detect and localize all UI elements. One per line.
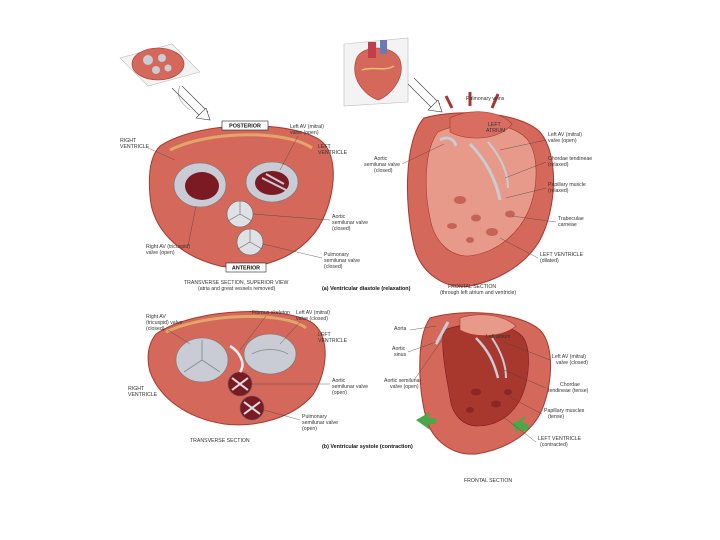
b-tr-pulmonary-l3: (open) [302, 426, 317, 432]
b-fr-aortic-sinus-l2: sinus [394, 352, 407, 358]
b-tr-fibrous-skeleton: Fibrous skeleton [252, 310, 290, 316]
b-fr-papillary-l1: Papillary muscles [544, 408, 585, 414]
b-tr-left-ventricle-l2: VENTRICLE [318, 338, 348, 344]
b-fr-aortic-valve-l2: valve (open) [390, 384, 419, 390]
b-tr-pulmonary-l1: Pulmonary [302, 414, 327, 420]
b-tr-aortic-l3: (open) [332, 390, 347, 396]
a-fr-left-av-l1: Left AV (mitral) [548, 132, 582, 138]
b-tr-left-av-l2: valve (closed) [296, 316, 328, 322]
b-fr-title: FRONTAL SECTION [464, 478, 512, 484]
a-tr-subtitle: (atria and great vessels removed) [198, 286, 276, 292]
a-fr-aortic-l3: (closed) [374, 168, 393, 174]
a-fr-subtitle: (through left atrium and ventricle) [440, 290, 516, 296]
a-tr-pulmonary-l2: semilunar valve [324, 258, 360, 264]
transverse-section-diastole [148, 125, 334, 269]
posterior-label: POSTERIOR [229, 124, 261, 130]
a-tr-left-ventricle-l1: LEFT [318, 144, 332, 150]
thumbnail-whole-heart [343, 37, 409, 107]
a-tr-right-av-l1: Right AV (tricuspid) [146, 244, 190, 250]
a-tr-left-av-l1: Left AV (mitral) [290, 124, 324, 130]
a-tr-aortic-l3: (closed) [332, 226, 351, 232]
a-fr-aortic-l2: semilunar valve [364, 162, 400, 168]
b-tr-left-ventricle-l1: LEFT [318, 332, 332, 338]
b-fr-aortic-valve-l1: Aortic semilunar [384, 378, 421, 384]
b-fr-papillary-l2: (tense) [548, 414, 564, 420]
a-fr-aortic-l1: Aortic [374, 156, 388, 162]
a-fr-chordae-l2: (relaxed) [548, 162, 569, 168]
panel-b-caption: (b) Ventricular systole (contraction) [322, 444, 413, 450]
a-tr-aortic-l2: semilunar valve [332, 220, 368, 226]
blood-flow-arrow-right [512, 416, 530, 434]
b-tr-right-ventricle-l1: RIGHT [128, 386, 145, 392]
b-tr-right-av-l1: Right AV [146, 314, 166, 320]
a-fr-trabeculae-l2: carneae [558, 222, 577, 228]
a-fr-pulmonary-veins: Pulmonary veins [466, 96, 505, 102]
a-fr-title: FRONTAL SECTION [448, 284, 496, 290]
b-tr-aortic-l1: Aortic [332, 378, 346, 384]
b-tr-right-av-l2: (tricuspid) valve [146, 320, 182, 326]
a-fr-left-av-l2: valve (open) [548, 138, 577, 144]
b-tr-right-ventricle-l2: VENTRICLE [128, 392, 158, 398]
a-tr-right-av-l2: valve (open) [146, 250, 175, 256]
a-tr-right-ventricle-l1: RIGHT [120, 138, 137, 144]
a-fr-left-atrium-l1: LEFT [488, 122, 502, 128]
a-fr-left-ventricle-l1: LEFT VENTRICLE [540, 252, 584, 258]
b-fr-left-ventricle-l2: (contracted) [540, 442, 568, 448]
b-fr-chordae-l2: tendineae (tense) [548, 388, 589, 394]
frontal-section-diastole [406, 92, 555, 288]
a-tr-left-ventricle-l2: VENTRICLE [318, 150, 348, 156]
b-fr-left-atrium: Left atrium [486, 334, 511, 340]
a-tr-title: TRANSVERSE SECTION, SUPERIOR VIEW [184, 280, 288, 286]
b-fr-left-av-l1: Left AV (mitral) [552, 354, 586, 360]
frontal-section-systole [419, 312, 551, 455]
b-fr-left-av-l2: valve (closed) [556, 360, 588, 366]
b-tr-pulmonary-l2: semilunar valve [302, 420, 338, 426]
zoom-arrow-right [407, 77, 443, 113]
panel-a-caption: (a) Ventricular diastole (relaxation) [322, 286, 411, 292]
a-fr-left-atrium-l2: ATRIUM [486, 128, 506, 134]
b-fr-chordae-l1: Chordae [560, 382, 580, 388]
a-fr-chordae-l1: Chordae tendineae [548, 156, 592, 162]
anterior-label: ANTERIOR [232, 266, 260, 272]
transverse-section-systole [147, 311, 326, 426]
anterior-tag [225, 262, 267, 273]
a-tr-aortic-l1: Aortic [332, 214, 346, 220]
b-tr-left-av-l1: Left AV (mitral) [296, 310, 330, 316]
a-fr-trabeculae-l1: Trabeculae [558, 216, 584, 222]
a-tr-left-av-l2: valve (open) [290, 130, 319, 136]
b-tr-aortic-l2: semilunar valve [332, 384, 368, 390]
zoom-arrow-left [171, 85, 211, 121]
a-fr-papillary-l1: Papillary muscle [548, 182, 586, 188]
b-tr-title: TRANSVERSE SECTION [190, 438, 250, 444]
a-tr-pulmonary-l3: (closed) [324, 264, 343, 270]
a-tr-pulmonary-l1: Pulmonary [324, 252, 349, 258]
b-fr-aortic-sinus-l1: Aortic [392, 346, 406, 352]
a-fr-papillary-l2: (relaxed) [548, 188, 569, 194]
b-fr-left-ventricle-l1: LEFT VENTRICLE [538, 436, 582, 442]
b-tr-right-av-l3: (closed) [146, 326, 165, 332]
b-fr-aorta: Aorta [394, 326, 407, 332]
a-tr-right-ventricle-l2: VENTRICLE [120, 144, 150, 150]
posterior-tag [221, 120, 269, 131]
thumbnail-transverse-heart [119, 43, 201, 111]
a-fr-left-ventricle-l2: (dilated) [540, 258, 559, 264]
blood-flow-arrow-left [416, 412, 436, 430]
